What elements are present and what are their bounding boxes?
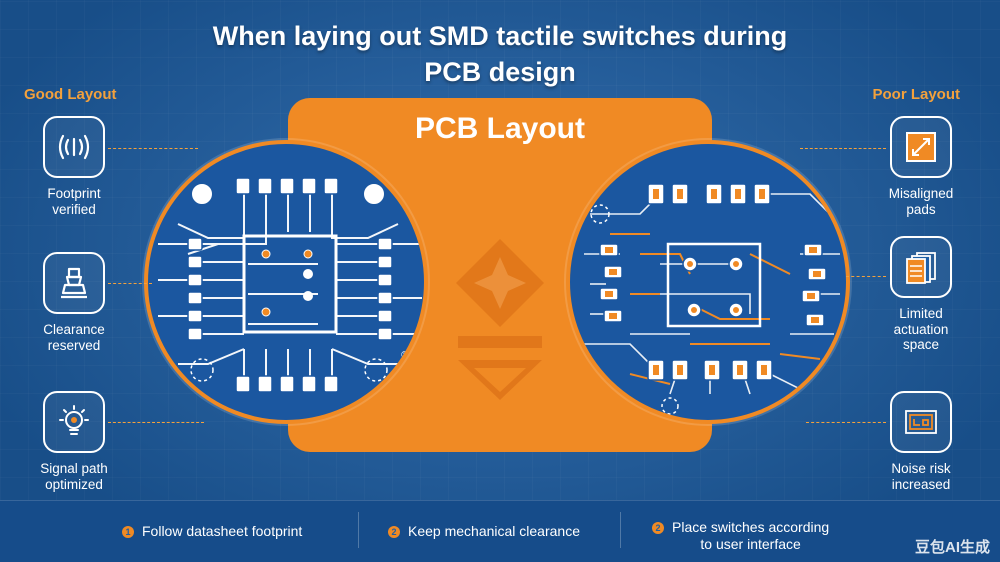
good-layout-pcb: ® <box>144 140 428 424</box>
stacked-documents-icon <box>890 236 952 298</box>
step-3: 2 Place switches according to user inter… <box>652 519 829 553</box>
feature-label-line: increased <box>891 476 951 492</box>
feature-footprint-verified: Footprint verified <box>29 116 119 217</box>
step-text: Follow datasheet footprint <box>142 523 303 539</box>
title-line-2: PCB design <box>424 57 576 87</box>
feature-signal-path-optimized: Signal path optimized <box>29 391 119 492</box>
page-title: When laying out SMD tactile switches dur… <box>0 18 1000 90</box>
good-layout-heading: Good Layout <box>24 86 117 103</box>
feature-label-line: space <box>902 337 940 352</box>
step-divider <box>620 512 621 548</box>
leader-line-noise <box>806 422 886 423</box>
center-arrows-graphic <box>456 239 544 400</box>
feature-label-line: Limited <box>899 306 943 321</box>
step-text-block: Place switches according to user interfa… <box>672 519 829 553</box>
step-1: 1 Follow datasheet footprint <box>122 523 302 540</box>
registered-mark: ® <box>400 350 410 361</box>
feature-label-line: Clearance <box>43 322 105 337</box>
feature-clearance-reserved: Clearance reserved <box>29 252 119 353</box>
step-number: 2 <box>652 522 664 534</box>
leader-line-actuation <box>846 276 886 277</box>
feature-label-line: pads <box>906 201 936 217</box>
leader-line-clearance <box>108 283 152 284</box>
step-text: Place switches according <box>672 519 830 535</box>
step-text: to user interface <box>700 536 801 552</box>
step-number: 1 <box>122 526 134 538</box>
poor-layout-pcb <box>566 140 850 424</box>
feature-label-line: optimized <box>45 476 103 492</box>
feature-label-line: Signal path <box>40 461 108 476</box>
leader-line-footprint <box>108 148 198 149</box>
feature-label-line: Noise risk <box>891 461 951 476</box>
feature-label-line: Footprint <box>47 186 101 201</box>
feature-label-line: actuation <box>893 321 949 337</box>
step-text: Keep mechanical clearance <box>408 523 580 539</box>
feature-noise-risk-increased: Noise risk increased <box>876 391 966 492</box>
feature-misaligned-pads: Misaligned pads <box>876 116 966 217</box>
feature-label-line: verified <box>52 201 96 217</box>
title-line-1: When laying out SMD tactile switches dur… <box>212 21 788 51</box>
signal-waves-icon <box>43 116 105 178</box>
lightbulb-icon <box>43 391 105 453</box>
feature-label-line: Misaligned <box>888 186 954 201</box>
push-button-icon <box>43 252 105 314</box>
step-divider <box>358 512 359 548</box>
feature-label-line: reserved <box>47 337 101 353</box>
steps-bar <box>0 500 1000 562</box>
pcb-layout-title: PCB Layout <box>414 112 585 145</box>
step-2: 2 Keep mechanical clearance <box>388 523 580 540</box>
step-number: 2 <box>388 526 400 538</box>
feature-limited-actuation-space: Limited actuation space <box>876 236 966 353</box>
poor-pcb-drawing <box>584 183 840 415</box>
circuit-board-icon <box>890 391 952 453</box>
good-pcb-drawing: ® <box>158 177 422 393</box>
watermark-text: 豆包AI生成 <box>914 539 990 556</box>
leader-line-misaligned <box>800 148 886 149</box>
poor-layout-heading: Poor Layout <box>872 86 960 103</box>
leader-line-signal <box>108 422 204 423</box>
misaligned-pad-icon <box>890 116 952 178</box>
